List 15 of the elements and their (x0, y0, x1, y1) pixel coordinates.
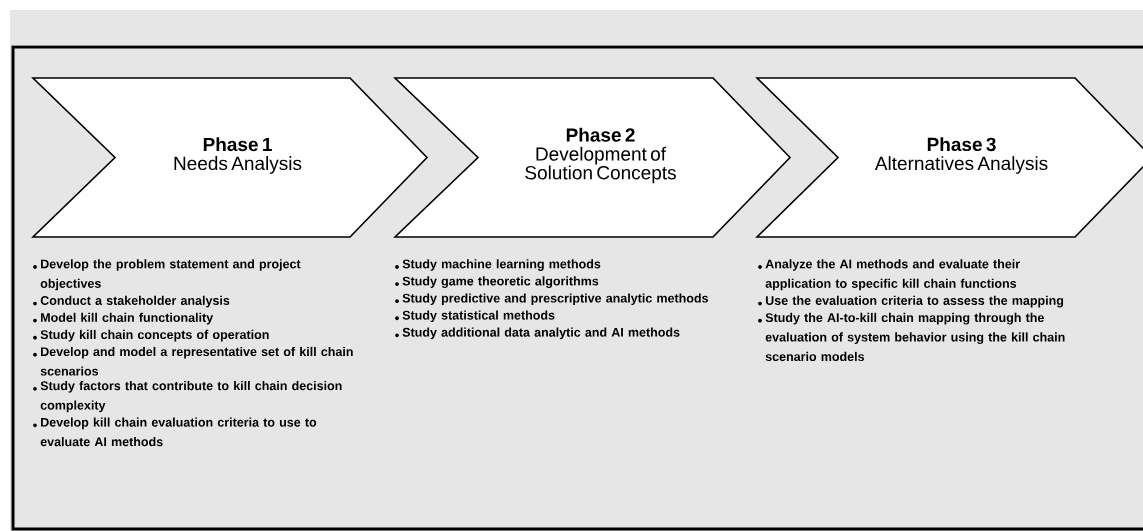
bullet-item: Analyze the AI methods and evaluate their application to specific kill chain functions (758, 259, 1020, 291)
bullet-item: Conduct a stakeholder analysis (33, 295, 230, 308)
bullet-item: Use the evaluation criteria to assess the mapping (758, 295, 1064, 308)
bullet-item: Study game theoretic algorithms (395, 276, 599, 288)
bullet-item: Study statistical methods (395, 310, 555, 323)
bullet-item: Develop and model a representative set of kill chain scenarios (33, 346, 353, 376)
bullet-item: Study the AI-to-kill chain mapping through the evaluation of system behavior using the kill chain scenario models (758, 312, 1065, 362)
bullet-item: Model kill chain functionality (33, 312, 214, 325)
bullet-item: Study additional data analytic and AI methods (395, 327, 680, 340)
bullet-item: Study kill chain concepts of operation (33, 329, 269, 342)
bullet-item: Develop kill chain evaluation criteria to use to evaluate AI methods (33, 417, 317, 447)
bullet-item: Study predictive and prescriptive analytic methods (395, 293, 709, 306)
bullet-item: Develop the problem statement and project objectives (33, 259, 301, 291)
bullet-item: Study factors that contribute to kill chain decision complexity (33, 381, 342, 413)
bullet-item: Study machine learning methods (395, 259, 601, 271)
